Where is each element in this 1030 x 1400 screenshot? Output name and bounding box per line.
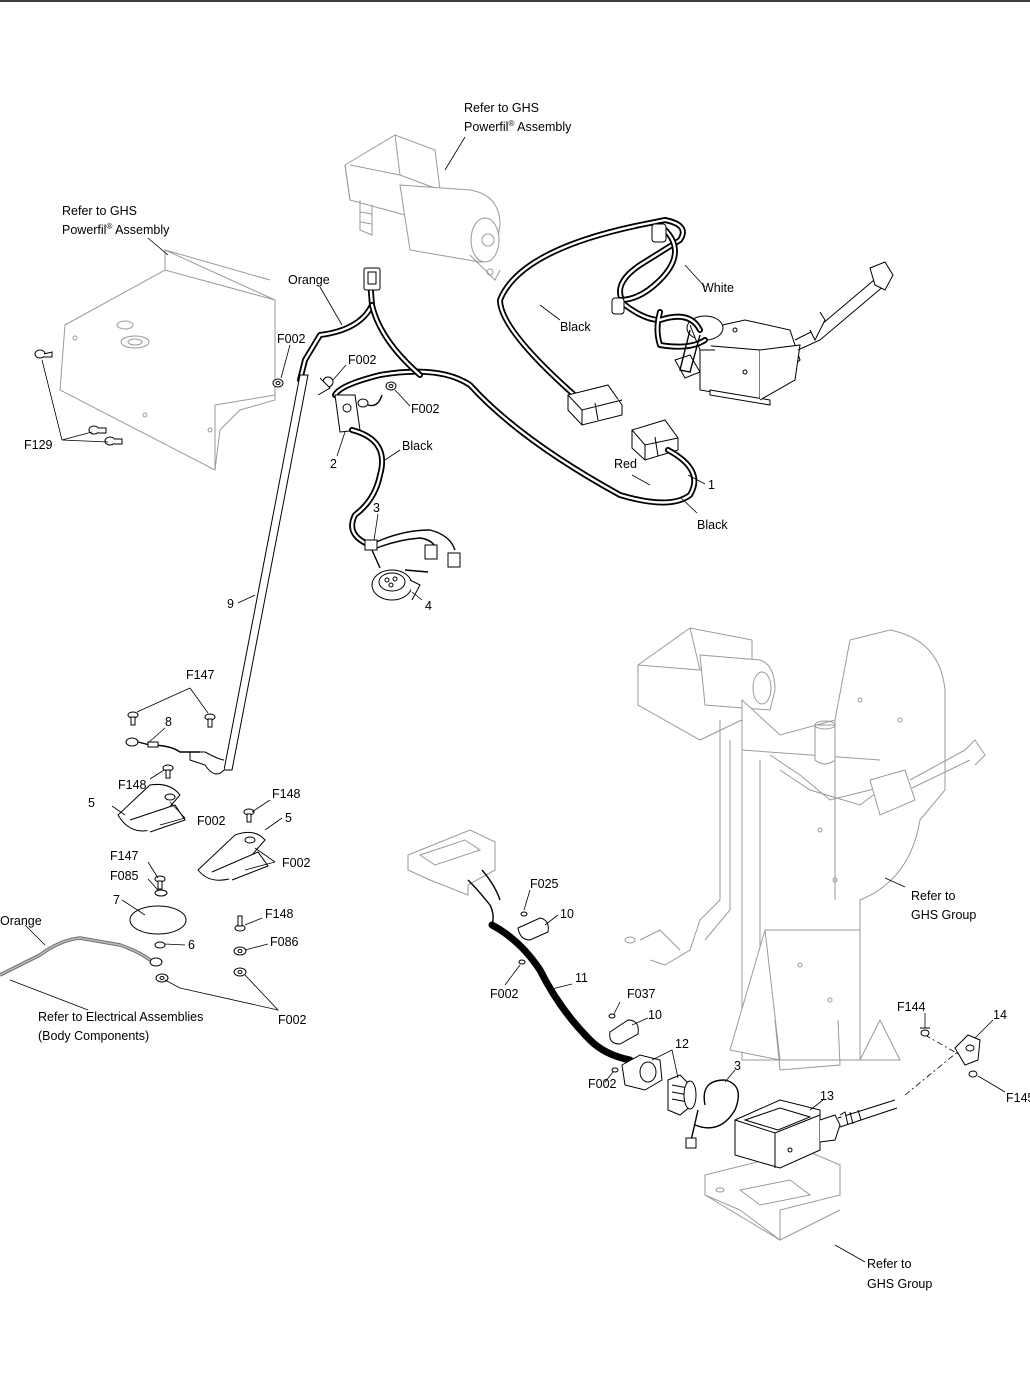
- callout-6: 6: [188, 938, 195, 952]
- wire-color-labels: Orange White Black Black Red Black Orang…: [0, 273, 734, 928]
- ref-ghs-group-bottom-l1: Refer to: [867, 1257, 912, 1271]
- label-f147-b: F147: [110, 849, 139, 863]
- label-f002-b: F002: [348, 353, 377, 367]
- clip-5-left: [117, 764, 186, 833]
- wire-black-lower: Black: [697, 518, 728, 532]
- harness-cable-11: [467, 869, 639, 1073]
- junction-box-13: [734, 1099, 898, 1169]
- callout-3-lower: 3: [734, 1059, 741, 1073]
- callout-10-upper: 10: [560, 907, 574, 921]
- harness-cables-right: [497, 217, 708, 403]
- callout-2: 2: [330, 457, 337, 471]
- callout-12: 12: [675, 1037, 689, 1051]
- label-f025: F025: [530, 877, 559, 891]
- label-f002-a: F002: [277, 332, 306, 346]
- label-f148-c: F148: [265, 907, 294, 921]
- ghs-group-assembly-mid: [624, 627, 986, 1071]
- label-f145: F145: [1006, 1091, 1030, 1105]
- callout-9: 9: [227, 597, 234, 611]
- wire-white: White: [702, 281, 734, 295]
- reference-labels: Refer to GHS Powerfil® Assembly Refer to…: [38, 101, 976, 1291]
- label-f148-a: F148: [118, 778, 147, 792]
- ref-ghs-group-mid-l2: GHS Group: [911, 908, 976, 922]
- wire-black-upper: Black: [560, 320, 591, 334]
- clip-5-right: [197, 808, 269, 881]
- label-f002-g: F002: [490, 987, 519, 1001]
- label-f002-h: F002: [588, 1077, 617, 1091]
- callout-11: 11: [575, 971, 588, 985]
- black-connector: [567, 384, 623, 426]
- callout-1: 1: [708, 478, 715, 492]
- label-f086: F086: [270, 935, 299, 949]
- callout-7: 7: [113, 893, 120, 907]
- ref-powerfil-left-l2: Powerfil® Assembly: [62, 222, 170, 237]
- label-f147-a: F147: [186, 668, 215, 682]
- callout-3-upper: 3: [373, 501, 380, 515]
- orange-ground-wire: [0, 936, 163, 977]
- label-f085: F085: [110, 869, 139, 883]
- harness-main-cable: [297, 267, 698, 548]
- plug-assembly-4: [364, 529, 461, 601]
- callout-5-left: 5: [88, 796, 95, 810]
- screws-f147: [127, 711, 216, 890]
- callout-4: 4: [425, 599, 432, 613]
- ghs-powerfil-motor-top: [344, 134, 501, 281]
- label-f002-f: F002: [278, 1013, 307, 1027]
- callout-13: 13: [820, 1089, 834, 1103]
- wire-black-mid: Black: [402, 439, 433, 453]
- solenoid-right: [674, 261, 894, 406]
- label-f002-e: F002: [282, 856, 311, 870]
- ref-powerfil-top-l2: Powerfil® Assembly: [464, 119, 572, 134]
- leader-lines: [9, 136, 1006, 1263]
- ghost-connector-bracket: [407, 829, 496, 896]
- callout-5-right: 5: [285, 811, 292, 825]
- ref-powerfil-top-l1: Refer to GHS: [464, 101, 539, 115]
- ref-ghs-group-mid-l1: Refer to: [911, 889, 956, 903]
- label-f144: F144: [897, 1000, 926, 1014]
- label-f002-d: F002: [197, 814, 226, 828]
- callout-14: 14: [993, 1008, 1007, 1022]
- ref-ghs-group-bottom-l2: GHS Group: [867, 1277, 932, 1291]
- label-f148-b: F148: [272, 787, 301, 801]
- label-f129: F129: [24, 438, 53, 452]
- cable-tie-3-bottom: [685, 1079, 739, 1149]
- ghs-group-bracket-bottom: [704, 1149, 841, 1241]
- label-f002-c: F002: [411, 402, 440, 416]
- wire-red: Red: [614, 457, 637, 471]
- gland-nut-12: [621, 1054, 697, 1116]
- ground-wire-8: [125, 737, 200, 753]
- ref-electrical-l2: (Body Components): [38, 1029, 149, 1043]
- bracket-14: [904, 1027, 981, 1096]
- callout-labels: 1 2 3 3 4 5 5 6 7 8 9 10 10 11 12 13 14 …: [24, 332, 1030, 1105]
- label-f037: F037: [627, 987, 656, 1001]
- ref-powerfil-left-l1: Refer to GHS: [62, 204, 137, 218]
- ref-electrical-l1: Refer to Electrical Assemblies: [38, 1010, 203, 1024]
- wire-orange-top: Orange: [288, 273, 330, 287]
- wire-orange-bottom: Orange: [0, 914, 42, 928]
- ground-disc-7: [129, 889, 247, 983]
- callout-10-lower: 10: [648, 1008, 662, 1022]
- ghs-powerfil-bracket-left: [59, 249, 276, 471]
- callout-8: 8: [165, 715, 172, 729]
- ground-rod-9: [189, 374, 334, 775]
- hardware-top: [34, 349, 397, 446]
